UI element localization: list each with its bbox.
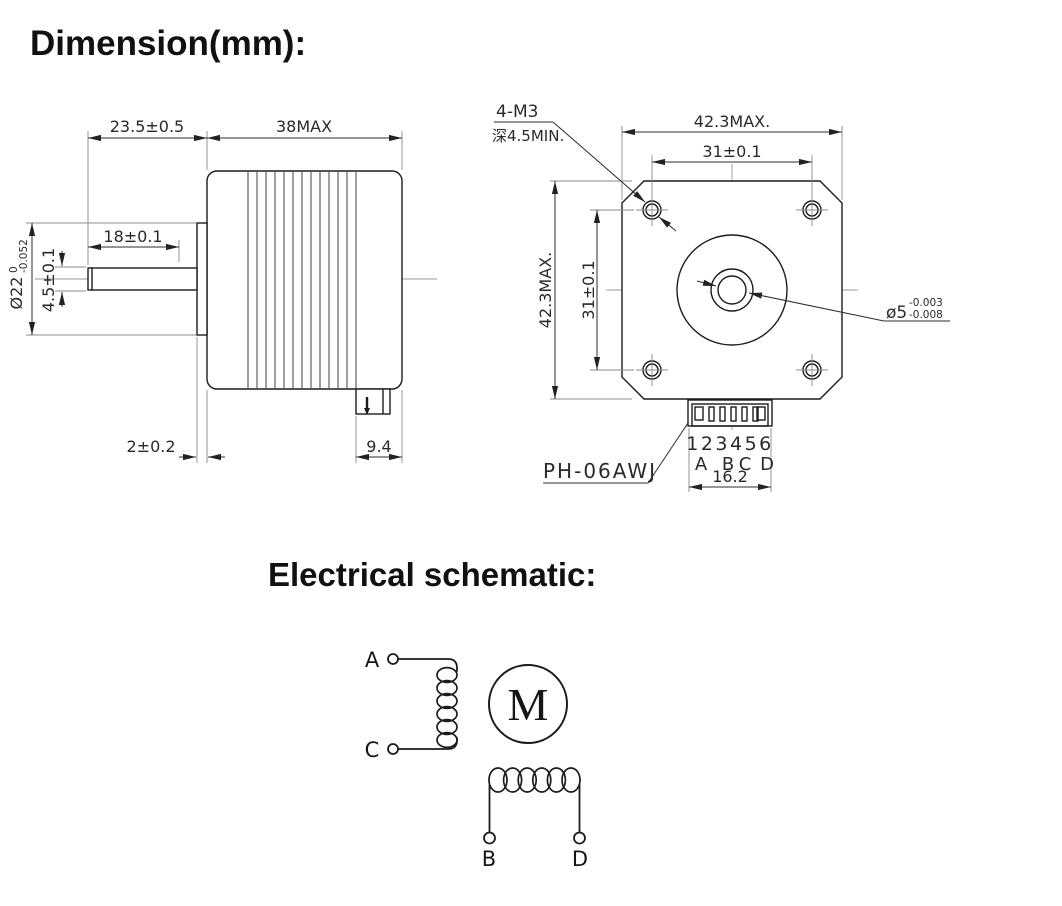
shaft-collar-circle <box>710 268 754 312</box>
side-view-dimension-lines <box>28 134 402 461</box>
terminal-a-circle <box>387 653 399 665</box>
dimension-section-title: Dimension(mm): <box>30 24 307 63</box>
svg-text:31±0.1: 31±0.1 <box>579 260 598 319</box>
electrical-schematic-diagram: A C M B D <box>365 648 588 871</box>
motor-shaft <box>87 267 198 291</box>
pin-numbers-label: 123456 <box>686 433 774 455</box>
wire-label-c: C <box>739 454 752 475</box>
motor-symbol-circle <box>488 664 568 744</box>
terminal-d-circle <box>573 831 586 845</box>
mounting-hole-bottom-left <box>636 354 668 386</box>
motor-body-outline <box>206 170 403 390</box>
dim-faceplate-width: 42.3MAX. <box>694 112 770 131</box>
wire-label-b: B <box>722 454 734 475</box>
terminal-b-circle <box>483 831 496 845</box>
shaft-diameter-callout: ø5 -0.003 -0.008 <box>886 297 943 323</box>
terminal-c-label: C <box>365 738 380 762</box>
front-connector <box>687 399 773 427</box>
svg-text:ø5: ø5 <box>886 303 907 323</box>
connector-pin-icon <box>364 408 370 415</box>
svg-text:-0.003: -0.003 <box>909 297 943 309</box>
svg-text:-0.052: -0.052 <box>18 239 30 273</box>
terminal-b-label: B <box>482 847 496 871</box>
faceplate-outline <box>621 180 843 400</box>
svg-text:-0.008: -0.008 <box>909 309 943 321</box>
dim-connector-pitch: 16.2 <box>712 467 748 486</box>
front-view-drawing: 42.3MAX. 31±0.1 42.3MAX. 31±0.1 4-M3 深4.… <box>492 102 950 492</box>
pilot-boss <box>196 222 208 336</box>
leader-lines <box>494 121 950 484</box>
dim-side-connector-width: 9.4 <box>366 437 391 456</box>
dim-boss-thickness: 2±0.2 <box>126 437 175 456</box>
dim-body-length: 38MAX <box>276 117 332 136</box>
dim-faceplate-height: 42.3MAX. <box>536 252 555 328</box>
svg-text:Ø22: Ø22 <box>7 277 26 310</box>
side-connector-tab <box>355 388 391 415</box>
dim-hole-spacing-horizontal: 31±0.1 <box>702 142 761 161</box>
motor-symbol-letter: M <box>508 679 549 730</box>
hole-depth-label: 深4.5MIN. <box>492 127 564 145</box>
mounting-hole-top-right <box>796 194 828 226</box>
dim-flat-height: 4.5±0.1 <box>39 248 58 312</box>
coil-phase-ac <box>387 653 458 755</box>
front-view-dimension-lines <box>551 128 842 491</box>
lamination-lines <box>247 172 357 388</box>
connector-model-label: PH-06AWJ <box>543 459 657 483</box>
mounting-hole-top-left <box>636 194 668 226</box>
mount-holes-label: 4-M3 <box>496 102 538 122</box>
svg-text:4.5±0.1: 4.5±0.1 <box>39 248 58 312</box>
terminal-a-label: A <box>365 648 380 672</box>
coil-phase-bd <box>483 767 586 845</box>
wire-label-a: A <box>695 454 708 475</box>
terminal-d-label: D <box>572 847 588 871</box>
mounting-hole-bottom-right <box>796 354 828 386</box>
shaft-circle <box>717 275 747 305</box>
terminal-c-circle <box>387 743 399 755</box>
dim-shaft-flat-length: 18±0.1 <box>103 227 162 246</box>
dim-shaft-to-face: 23.5±0.5 <box>110 117 184 136</box>
pilot-boss-circle <box>676 234 788 346</box>
svg-text:42.3MAX.: 42.3MAX. <box>536 252 555 328</box>
electrical-schematic-title: Electrical schematic: <box>268 556 597 593</box>
svg-text:0: 0 <box>8 266 20 273</box>
dim-boss-diameter: Ø22 0 -0.052 <box>7 239 30 309</box>
wire-label-d: D <box>760 454 774 475</box>
dim-hole-spacing-vertical: 31±0.1 <box>579 260 598 319</box>
side-view-drawing: 23.5±0.5 38MAX 18±0.1 Ø22 0 -0.052 4.5±0… <box>7 117 437 463</box>
